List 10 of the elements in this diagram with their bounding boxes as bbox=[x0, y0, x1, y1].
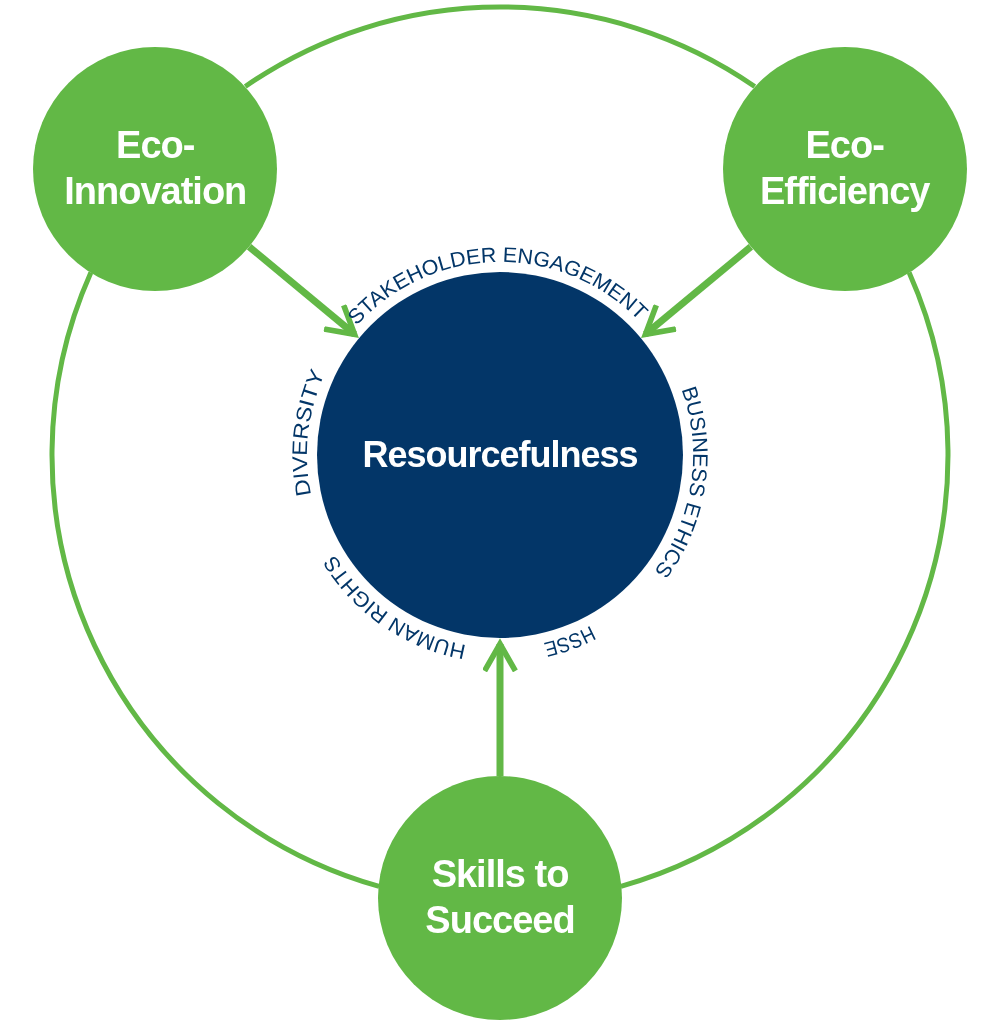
arrow bbox=[642, 244, 754, 338]
node-title: Skills to Succeed bbox=[424, 852, 576, 943]
node-title: Eco- Efficiency bbox=[758, 123, 931, 214]
ring-arc bbox=[244, 4, 756, 89]
arrow bbox=[246, 244, 358, 338]
ring-arc bbox=[50, 271, 380, 889]
arc-label: HSSE bbox=[540, 622, 599, 662]
node-title: Eco- Innovation bbox=[63, 123, 248, 214]
node-title: Resourcefulness bbox=[361, 433, 639, 477]
arrow bbox=[483, 641, 517, 776]
